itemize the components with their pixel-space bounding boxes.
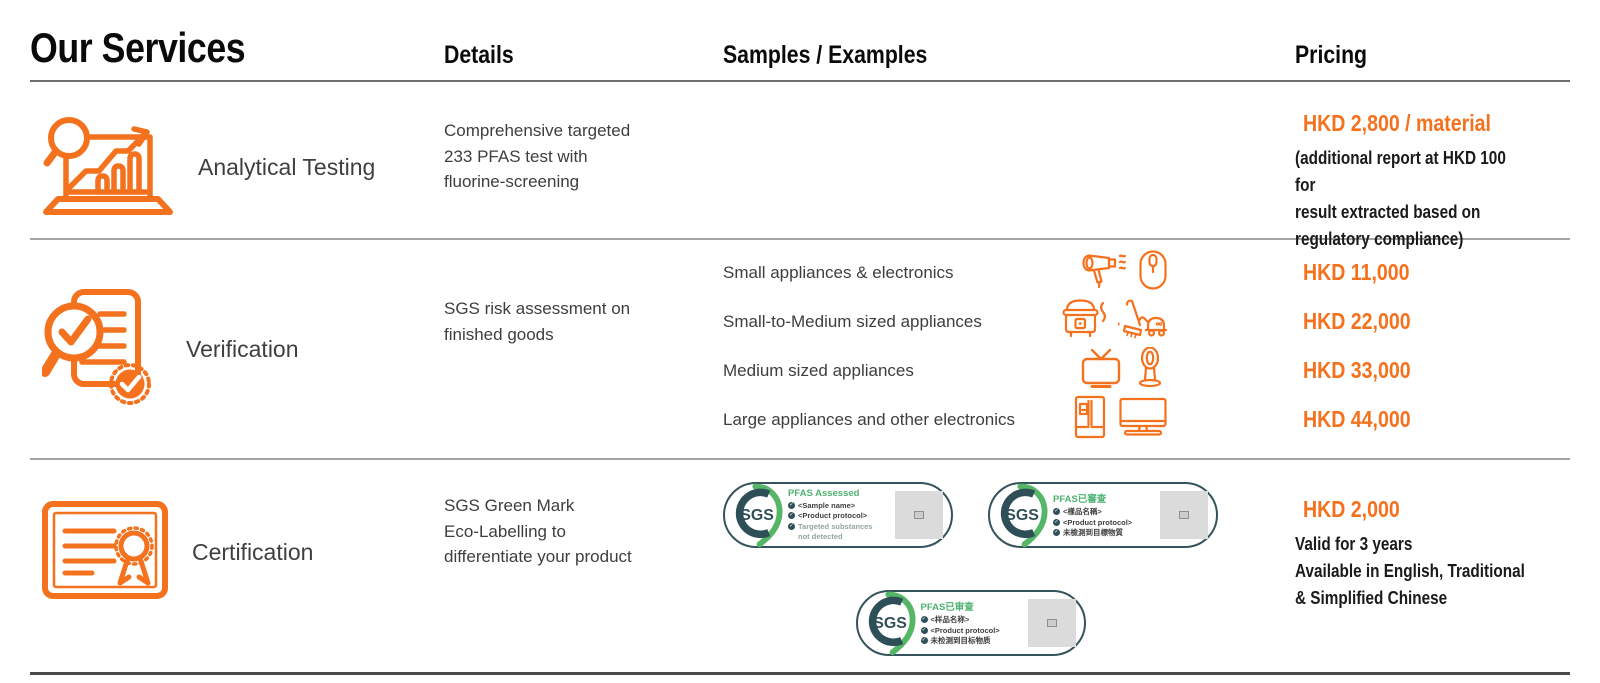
sgs-logo: SGS bbox=[1000, 483, 1048, 548]
badge-item: ✓Targeted substances not detected bbox=[788, 522, 873, 541]
service-analytical-testing: Analytical Testing bbox=[30, 82, 430, 253]
check-icon: ✓ bbox=[920, 615, 928, 623]
vacuum-cleaner-icon bbox=[1116, 298, 1168, 345]
price-value: HKD 11,000 bbox=[1303, 259, 1410, 285]
pricing-analytical-testing: HKD 2,800 / material (additional report … bbox=[1285, 82, 1570, 253]
check-icon: ✓ bbox=[920, 626, 928, 634]
list-item: Small-to-Medium sized appliances bbox=[723, 297, 1168, 346]
service-details: SGS risk assessment on finished goods bbox=[444, 299, 631, 344]
check-icon: ✓ bbox=[788, 501, 795, 509]
qr-code-placeholder bbox=[895, 491, 943, 539]
check-icon: ✓ bbox=[1053, 529, 1060, 537]
column-header-pricing: Pricing bbox=[1295, 41, 1368, 69]
image-placeholder-icon bbox=[1046, 619, 1057, 627]
column-header-details: Details bbox=[444, 41, 514, 69]
badge-item: ✓未检测到目标物质 bbox=[920, 636, 991, 646]
price-note: Valid for 3 years Available in English, … bbox=[1295, 534, 1525, 608]
image-placeholder-icon bbox=[914, 511, 924, 519]
column-header-samples: Samples / Examples bbox=[723, 41, 928, 69]
badge-item: ✓<Sample name> bbox=[788, 500, 856, 510]
list-item: Large appliances and other electronics bbox=[723, 395, 1168, 444]
service-name: Certification bbox=[192, 538, 314, 565]
sgs-logo: SGS bbox=[868, 591, 916, 656]
price-value: HKD 2,000 bbox=[1303, 496, 1400, 522]
document-check-icon bbox=[40, 288, 162, 411]
service-certification: Certification bbox=[30, 446, 430, 658]
price-value: HKD 22,000 bbox=[1303, 308, 1411, 334]
check-icon: ✓ bbox=[788, 512, 795, 520]
tv-antenna-icon bbox=[1080, 347, 1122, 394]
table-row: Analytical Testing Comprehensive targete… bbox=[30, 82, 1570, 249]
price-value: HKD 33,000 bbox=[1303, 357, 1411, 383]
list-item: Small appliances & electronics bbox=[723, 248, 1168, 297]
badge-title: PFAS已审查 bbox=[920, 601, 974, 613]
sgs-logo: SGS bbox=[735, 483, 783, 548]
check-icon: ✓ bbox=[1053, 507, 1060, 515]
check-icon: ✓ bbox=[788, 523, 795, 530]
tower-fan-icon bbox=[1132, 346, 1168, 394]
badge-title: PFAS已審查 bbox=[1053, 493, 1107, 505]
badge-item: ✓<樣品名稱> bbox=[1053, 506, 1102, 516]
flat-tv-icon bbox=[1118, 396, 1168, 443]
samples-empty bbox=[710, 82, 1285, 253]
badge-title: PFAS Assessed bbox=[788, 487, 860, 499]
service-verification: Verification bbox=[30, 240, 430, 458]
table-row: Certification SGS Green Mark Eco-Labelli… bbox=[30, 460, 1570, 675]
table-row: Verification SGS risk assessment on fini… bbox=[30, 240, 1570, 460]
hair-dryer-icon bbox=[1082, 249, 1128, 296]
badge-item: ✓<Product protocol> bbox=[1053, 517, 1133, 527]
service-name: Analytical Testing bbox=[198, 154, 376, 180]
verification-samples: Small appliances & electronics bbox=[710, 240, 1285, 458]
badge-item: ✓<样品名称> bbox=[920, 614, 970, 624]
pricing-certification: HKD 2,000 Valid for 3 years Available in… bbox=[1285, 460, 1570, 672]
check-icon: ✓ bbox=[1053, 518, 1060, 526]
badge-item: ✓<Product protocol> bbox=[788, 511, 868, 521]
certification-samples: SGS PFAS Assessed ✓<Sample name> ✓<Produ… bbox=[710, 460, 1218, 672]
refrigerator-icon bbox=[1072, 395, 1108, 444]
analytics-chart-icon bbox=[42, 113, 174, 222]
badge-item: ✓<Product protocol> bbox=[920, 625, 1000, 635]
rice-cooker-icon bbox=[1060, 298, 1108, 345]
green-mark-label-simplified-chinese: SGS PFAS已审查 ✓<样品名称> ✓<Product protocol> … bbox=[855, 590, 1086, 656]
price-note: (additional report at HKD 100 for result… bbox=[1295, 148, 1506, 249]
green-mark-label-english: SGS PFAS Assessed ✓<Sample name> ✓<Produ… bbox=[723, 482, 953, 548]
list-item: Medium sized appliances bbox=[723, 346, 1168, 395]
svg-text:SGS: SGS bbox=[1005, 507, 1039, 524]
pricing-verification: HKD 11,000 HKD 22,000 HKD 33,000 HKD 44,… bbox=[1285, 240, 1570, 458]
qr-code-placeholder bbox=[1027, 599, 1076, 647]
qr-code-placeholder bbox=[1160, 491, 1208, 539]
price-value: HKD 44,000 bbox=[1303, 406, 1411, 432]
certificate-icon bbox=[42, 500, 168, 604]
service-details: SGS Green Mark Eco-Labelling to differen… bbox=[444, 496, 632, 566]
service-name: Verification bbox=[186, 335, 299, 362]
check-icon: ✓ bbox=[920, 637, 928, 645]
svg-text:SGS: SGS bbox=[740, 507, 774, 524]
green-mark-label-traditional-chinese: SGS PFAS已審查 ✓<樣品名稱> ✓<Product protocol> … bbox=[988, 482, 1218, 548]
badge-item: ✓未檢測到目標物質 bbox=[1053, 528, 1123, 538]
svg-text:SGS: SGS bbox=[873, 615, 907, 632]
table-header: Our Services Details Samples / Examples … bbox=[30, 0, 1570, 82]
page-title: Our Services bbox=[30, 24, 246, 71]
service-details: Comprehensive targeted 233 PFAS test wit… bbox=[444, 121, 631, 191]
price-value: HKD 2,800 / material bbox=[1303, 110, 1491, 136]
computer-mouse-icon bbox=[1138, 249, 1168, 296]
image-placeholder-icon bbox=[1179, 511, 1189, 519]
